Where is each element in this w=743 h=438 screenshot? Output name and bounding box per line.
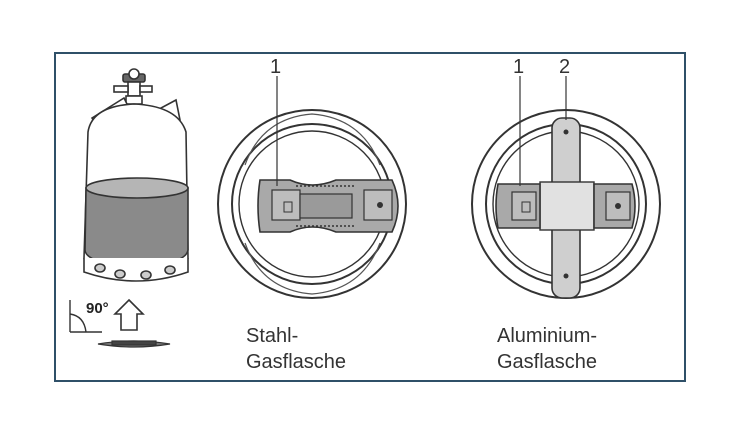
plate-side-view: [97, 340, 171, 348]
steel-callout-1: 1: [270, 56, 282, 78]
steel-bottle-foot-ring: [217, 76, 407, 299]
gas-bottle-illustration: [83, 68, 189, 282]
aluminium-callout-2: 2: [559, 56, 571, 78]
aluminium-caption-line1: Aluminium-: [497, 325, 598, 347]
aluminium-caption-line2: Gasflasche: [497, 351, 598, 373]
angle-label: 90°: [86, 300, 109, 317]
steel-caption-line2: Gasflasche: [246, 351, 347, 373]
bottle-foot-ring: [83, 258, 189, 282]
aluminium-bottle-foot-ring: [471, 76, 661, 299]
valve-icon: [113, 68, 153, 105]
right-angle-marker: [69, 300, 102, 333]
steel-caption-line1: Stahl-: [246, 325, 299, 347]
up-arrow-icon: [113, 298, 145, 331]
aluminium-callout-1: 1: [513, 56, 525, 78]
